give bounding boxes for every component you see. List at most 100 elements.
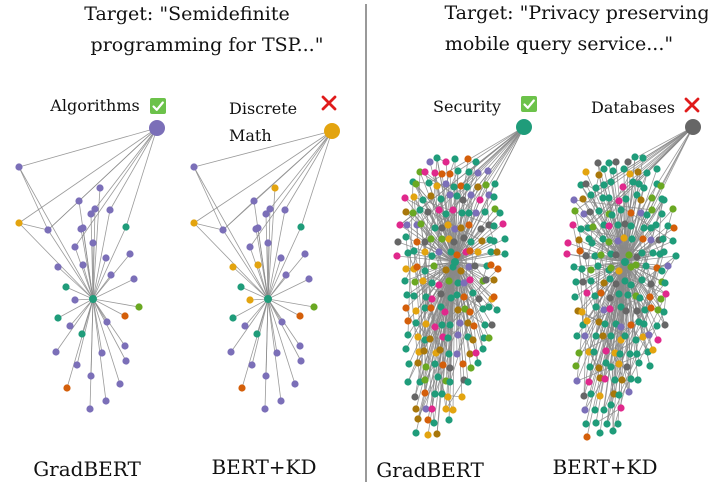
graph-node bbox=[411, 278, 419, 286]
graph-node bbox=[412, 319, 420, 327]
graph-node bbox=[632, 261, 640, 269]
graph-node bbox=[227, 348, 235, 356]
graph-node bbox=[433, 154, 441, 162]
graph-node bbox=[98, 349, 106, 357]
predicted-class-label: Algorithms bbox=[49, 96, 139, 115]
graph-node bbox=[633, 307, 641, 315]
graph-node bbox=[643, 169, 651, 177]
cross-icon bbox=[321, 95, 337, 111]
graph-node bbox=[301, 250, 309, 258]
graph-node bbox=[422, 405, 430, 413]
graph-node bbox=[631, 153, 639, 161]
graph-node bbox=[404, 249, 412, 257]
graph-node bbox=[481, 208, 489, 216]
graph-edge bbox=[658, 198, 663, 241]
graph-node bbox=[297, 223, 305, 231]
graph-node bbox=[633, 191, 641, 199]
graph-node bbox=[490, 222, 498, 230]
graph-node bbox=[282, 271, 290, 279]
graph-node bbox=[592, 332, 600, 340]
graph-edge bbox=[265, 130, 333, 215]
graph-node bbox=[402, 345, 410, 353]
panel-2-target-line-2: mobile query service..." bbox=[445, 33, 673, 55]
graph-edge bbox=[57, 266, 94, 300]
graph-node bbox=[646, 362, 654, 370]
graph-node bbox=[434, 373, 442, 381]
graph-node bbox=[595, 318, 603, 326]
predicted-class-label-line-1: Discrete bbox=[229, 99, 297, 118]
panel-2-target-line-1: Target: "Privacy preserving bbox=[444, 2, 708, 24]
graph-node bbox=[464, 319, 472, 327]
graph-node bbox=[410, 193, 418, 201]
graph-node bbox=[637, 196, 645, 204]
graph-node bbox=[458, 393, 466, 401]
graph-node bbox=[422, 363, 430, 371]
graph-node bbox=[446, 321, 454, 329]
predicted-class-node bbox=[324, 123, 340, 139]
graph-node bbox=[404, 378, 412, 386]
graph-node bbox=[633, 253, 641, 261]
graph-node bbox=[431, 323, 439, 331]
graph-node bbox=[401, 194, 409, 202]
graph-node bbox=[453, 350, 461, 358]
graph-edge bbox=[406, 224, 456, 263]
graph-node bbox=[435, 248, 443, 256]
graph-node bbox=[460, 293, 468, 301]
graph-node bbox=[424, 208, 432, 216]
graph-node bbox=[605, 238, 613, 246]
graph-node bbox=[482, 181, 490, 189]
graph-node bbox=[586, 363, 594, 371]
graph-node bbox=[481, 321, 489, 329]
graph-node bbox=[615, 197, 623, 205]
graph-node bbox=[599, 332, 607, 340]
graph-node bbox=[578, 265, 586, 273]
graph-edge bbox=[92, 257, 107, 300]
graph-node bbox=[464, 155, 472, 163]
graph-node bbox=[421, 238, 429, 246]
graph-node bbox=[297, 357, 305, 365]
graph-node bbox=[652, 221, 660, 229]
graph-node bbox=[499, 220, 507, 228]
graph-node bbox=[647, 280, 655, 288]
graph-node bbox=[485, 334, 493, 342]
graph-edge bbox=[18, 127, 158, 224]
graph-node bbox=[582, 420, 590, 428]
graph-edge bbox=[637, 126, 694, 173]
graph-node bbox=[619, 183, 627, 191]
graph-node bbox=[475, 295, 483, 303]
graph-node bbox=[484, 167, 492, 175]
graph-node bbox=[647, 304, 655, 312]
graph-node bbox=[474, 169, 482, 177]
graph-node bbox=[585, 348, 593, 356]
graph-node bbox=[490, 193, 498, 201]
graph-node bbox=[433, 430, 441, 438]
graph-edge bbox=[193, 166, 269, 300]
graph-edge bbox=[267, 278, 310, 300]
cross-icon bbox=[684, 97, 700, 113]
graph-edge bbox=[257, 264, 269, 300]
graph-node bbox=[438, 224, 446, 232]
graph-node bbox=[419, 277, 427, 285]
graph-node bbox=[660, 248, 668, 256]
graph-node bbox=[78, 330, 86, 338]
graph-node bbox=[459, 196, 467, 204]
graph-edge bbox=[267, 298, 302, 362]
graph-node bbox=[627, 321, 635, 329]
graph-edge bbox=[18, 127, 158, 168]
graph-edge bbox=[222, 200, 255, 231]
graph-node bbox=[416, 206, 424, 214]
graph-node bbox=[570, 196, 578, 204]
graph-node bbox=[449, 406, 457, 414]
graph-edge bbox=[69, 298, 94, 327]
graph-edge bbox=[244, 298, 269, 327]
predicted-class-node bbox=[685, 119, 701, 135]
graph-node bbox=[456, 319, 464, 327]
graph-node bbox=[281, 206, 289, 214]
graph-node bbox=[639, 333, 647, 341]
graph-edge bbox=[267, 298, 301, 317]
graph-edge bbox=[456, 322, 469, 355]
graph-node bbox=[660, 308, 668, 316]
graph-node bbox=[659, 235, 667, 243]
graph-node bbox=[469, 336, 477, 344]
graph-node bbox=[446, 378, 454, 386]
